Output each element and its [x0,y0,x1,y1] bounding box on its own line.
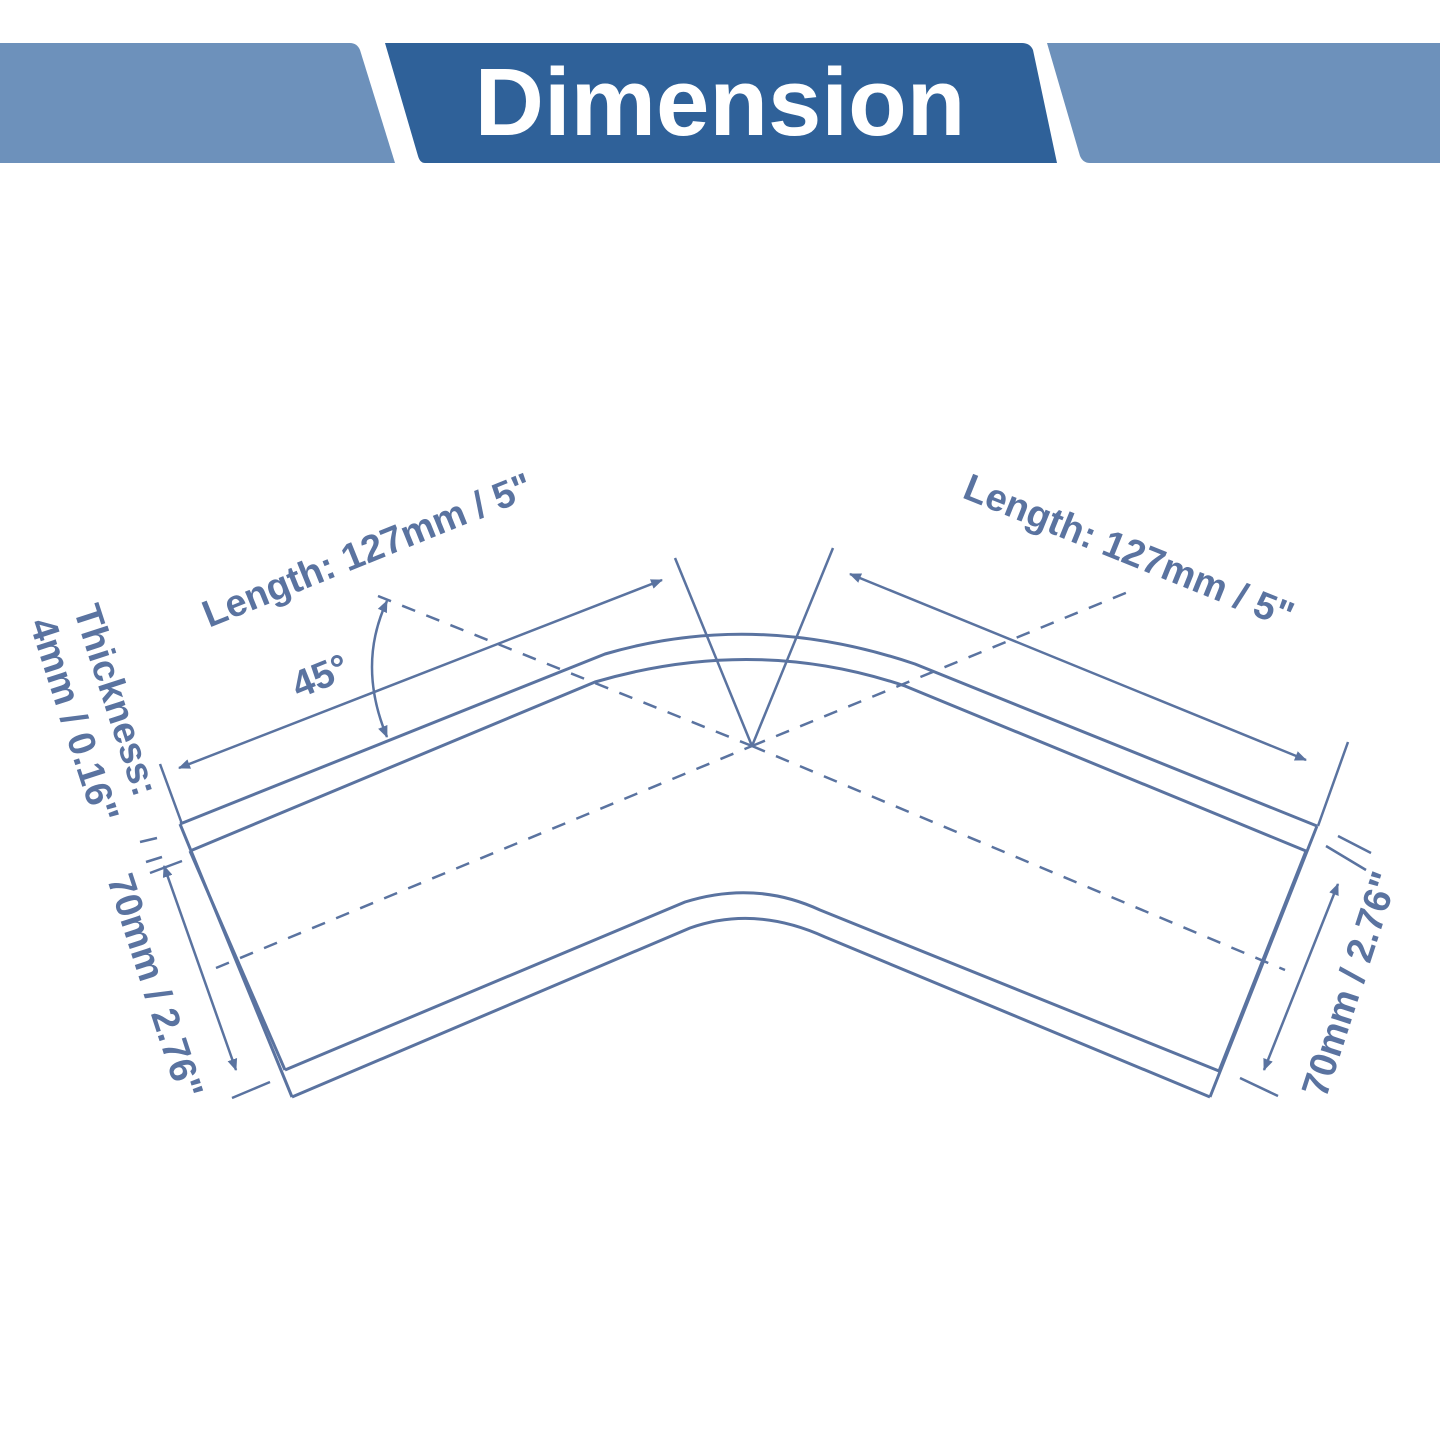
dashed-line-right-reference [751,590,1129,748]
dashed-line-right-centerline [751,744,1286,972]
thickness-tick-1 [139,836,158,844]
elbow-outer-top-edge [179,632,1318,828]
thickness-tick-2 [145,855,163,864]
diameter-right-dimension-line [1262,883,1340,1071]
reference-lines [215,590,1286,972]
elbow-left-end-inner [188,850,287,1071]
banner-left-segment [0,43,395,163]
header-banner: Dimension [0,43,1440,163]
extension-line-center-right [750,547,835,747]
diameter-right-label: 70mm / 2.76" [1295,867,1407,1102]
length-left-dimension-line [178,578,663,770]
extension-line-center-left [673,557,754,747]
banner-center-segment [385,43,1057,163]
elbow-part [178,632,1319,1099]
banner-right-segment [1047,43,1440,163]
extension-line-left-top [158,763,184,825]
length-right-label: Length: 127mm / 5" [958,467,1300,638]
diameter-right-tick-sub [1337,834,1372,855]
elbow-outer-bottom-edge [291,916,1211,1099]
diameter-right-tick-bottom [1239,1076,1279,1098]
diameter-left-dimension-line [162,865,238,1071]
length-right-dimension-line [849,572,1307,762]
page-title: Dimension [475,49,966,156]
angle-label: 45° [286,647,355,707]
dimension-lines [139,547,1372,1100]
angle-arc [370,600,389,738]
length-left-label: Length: 127mm / 5" [197,466,539,637]
extension-line-right-top [1316,741,1350,827]
diameter-left-label: 70mm / 2.76" [98,869,210,1104]
dashed-line-left-centerline [215,744,753,970]
elbow-inner-bottom-edge [284,891,1220,1073]
diameter-left-tick-bottom [231,1080,271,1100]
diameter-right-tick-top [1325,844,1367,872]
